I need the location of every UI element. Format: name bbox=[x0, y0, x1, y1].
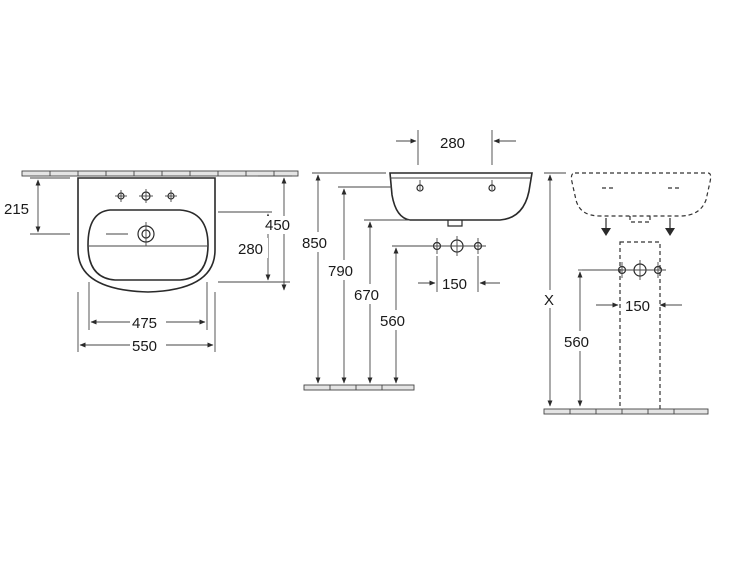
dim-pedestal-560: 560 bbox=[564, 334, 589, 351]
pedestal-view: 150 X 560 bbox=[542, 172, 712, 415]
front-wall-strip bbox=[21, 170, 299, 177]
basin-outline bbox=[77, 177, 216, 293]
side-floor-strip bbox=[303, 384, 415, 391]
front-view: 215 280 450 475 550 bbox=[4, 170, 299, 355]
dim-top-280: 280 bbox=[440, 135, 465, 152]
side-tap-icon bbox=[416, 180, 496, 192]
dim-475: 475 bbox=[132, 315, 157, 332]
pedestal-supply-icon bbox=[582, 260, 666, 280]
dim-pedestal-150: 150 bbox=[625, 298, 650, 315]
down-arrow-icon bbox=[601, 218, 675, 236]
tap-hole-icon bbox=[115, 189, 177, 203]
dim-790: 790 bbox=[328, 263, 353, 280]
dim-side-150: 150 bbox=[442, 276, 467, 293]
basin-side-profile bbox=[389, 172, 533, 221]
dim-280: 280 bbox=[238, 241, 263, 258]
dim-550: 550 bbox=[132, 338, 157, 355]
dim-x: X bbox=[544, 292, 554, 309]
dim-850: 850 bbox=[302, 235, 327, 252]
dim-side-560: 560 bbox=[380, 313, 405, 330]
side-view: 280 150 bbox=[300, 130, 533, 391]
pedestal-basin-outline bbox=[570, 172, 712, 217]
pedestal-floor-strip bbox=[543, 408, 709, 415]
dim-215: 215 bbox=[4, 201, 29, 218]
supply-connection-icon bbox=[392, 236, 486, 256]
drain-icon bbox=[106, 222, 155, 246]
dim-450: 450 bbox=[265, 217, 290, 234]
basin-bowl bbox=[87, 209, 209, 281]
dim-670: 670 bbox=[354, 287, 379, 304]
